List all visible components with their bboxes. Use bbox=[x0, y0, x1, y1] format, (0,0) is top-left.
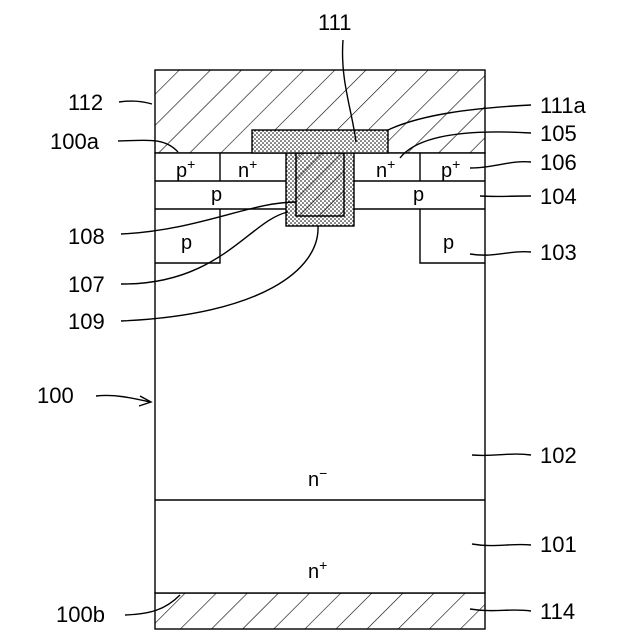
trench-gate-electrode-108 bbox=[296, 153, 344, 216]
ref-114: 114 bbox=[540, 599, 575, 624]
ref-105: 105 bbox=[540, 121, 577, 146]
ref-108: 108 bbox=[68, 224, 105, 249]
ref-100: 100 bbox=[37, 383, 74, 408]
right-deep-p-label: p bbox=[443, 232, 454, 254]
ref-102: 102 bbox=[540, 443, 577, 468]
ref-104: 104 bbox=[540, 184, 577, 209]
ref-100a: 100a bbox=[50, 129, 100, 154]
ref-103: 103 bbox=[540, 240, 577, 265]
leader-112 bbox=[119, 101, 152, 104]
ref-109: 109 bbox=[68, 309, 105, 334]
ref-112: 112 bbox=[68, 90, 103, 115]
ref-111: 111 bbox=[318, 10, 351, 35]
right-p-body-label: p bbox=[413, 184, 424, 206]
left-p-body-label: p bbox=[211, 184, 222, 206]
ref-106: 106 bbox=[540, 150, 577, 175]
ref-100b: 100b bbox=[56, 602, 105, 627]
ref-107: 107 bbox=[68, 272, 105, 297]
ref-111a: 111a bbox=[540, 93, 586, 118]
interlayer-insulator-111 bbox=[252, 130, 388, 153]
ref-101: 101 bbox=[540, 532, 577, 557]
bottom-electrode-114 bbox=[155, 593, 485, 629]
left-deep-p-label: p bbox=[181, 232, 192, 254]
